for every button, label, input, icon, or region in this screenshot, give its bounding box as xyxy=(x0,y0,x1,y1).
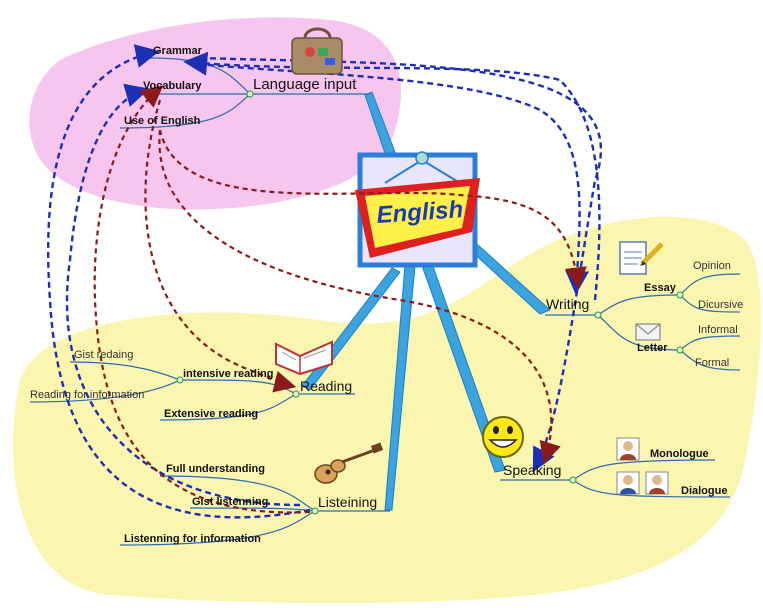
notepad-pencil-icon xyxy=(619,241,664,275)
letter-label: Letter xyxy=(637,342,668,354)
person-icon xyxy=(645,471,669,495)
essay-label: Essay xyxy=(644,282,677,294)
person-icon xyxy=(616,471,640,495)
informal-label: Informal xyxy=(698,324,738,336)
book-icon xyxy=(275,340,333,376)
vocabulary-label: Vocabulary xyxy=(143,80,202,92)
extensive-reading-label: Extensive reading xyxy=(164,408,258,420)
gist-reading-label: Gist redaing xyxy=(74,349,133,361)
gist-listening-label: Gist listenning xyxy=(192,496,268,508)
connector-nodes xyxy=(176,90,684,515)
branches xyxy=(301,91,551,511)
speaking-label: Speaking xyxy=(503,462,561,478)
suitcase-icon xyxy=(291,27,343,75)
use-of-english-label: Use of English xyxy=(124,115,201,127)
smiley-icon xyxy=(482,416,524,458)
writing-label: Writing xyxy=(546,296,589,312)
discursive-label: Dicursive xyxy=(698,299,743,311)
formal-label: Formal xyxy=(695,357,729,369)
intensive-reading-label: intensive reading xyxy=(183,368,273,380)
dialogue-label: Dialogue xyxy=(681,485,727,497)
reading-label: Reading xyxy=(300,378,352,394)
center-title: English xyxy=(376,196,464,229)
reading-for-information-label: Reading for information xyxy=(30,389,144,401)
grammar-label: Grammar xyxy=(153,45,203,57)
guitar-icon xyxy=(314,442,384,484)
red-arrows xyxy=(93,85,587,514)
opinion-label: Opinion xyxy=(693,260,731,272)
pink-region xyxy=(29,17,402,210)
envelope-icon xyxy=(635,323,661,341)
monologue-label: Monologue xyxy=(650,448,709,460)
person-icon xyxy=(616,437,640,461)
listening-for-information-label: Listenning for information xyxy=(124,533,261,545)
language-input-label: Language input xyxy=(253,76,357,93)
full-understanding-label: Full understanding xyxy=(166,463,265,475)
center-frame: English xyxy=(355,151,480,268)
listening-label: Listeining xyxy=(318,494,377,510)
